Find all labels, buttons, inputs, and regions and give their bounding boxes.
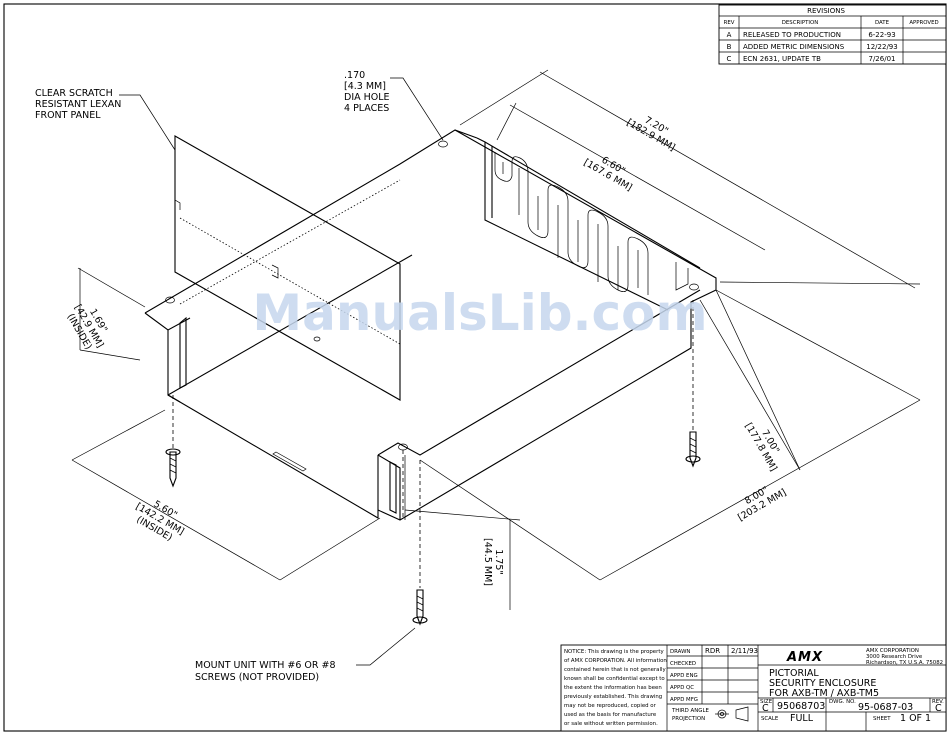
drawn-label: DRAWN [670,649,690,655]
svg-text:PICTORIAL: PICTORIAL [769,668,819,679]
revision-row-date: 6-22-93 [868,31,895,39]
svg-text:MOUNT UNIT WITH #6 OR #8: MOUNT UNIT WITH #6 OR #8 [195,660,336,671]
drawing-title: PICTORIAL SECURITY ENCLOSURE FOR AXB-TM … [769,668,879,699]
dimension-lines [71,69,921,666]
scale-label: SCALE [761,716,779,722]
sheet-label: SHEET [873,716,891,722]
dimension-1-69: 1.69" [42.9 MM] (INSIDE) [64,303,109,352]
dwg-no-label: DWG. NO. [829,699,856,705]
callout-front-panel: CLEAR SCRATCH RESISTANT LEXAN FRONT PANE… [35,88,121,121]
watermark: ManualsLib.com [252,284,707,342]
description-header: DESCRIPTION [782,20,819,26]
svg-text:contained herein that is not g: contained herein that is not generally [564,667,666,673]
svg-text:[4.3 MM]: [4.3 MM] [344,81,386,92]
amx-logo: AMX [786,650,823,665]
svg-text:DIA HOLE: DIA HOLE [344,92,390,103]
dimension-1-75: 1.75" [44.5 MM] [482,538,504,586]
dwg-no-value: 95-0687-03 [858,702,913,713]
svg-text:[44.5 MM]: [44.5 MM] [482,538,493,586]
revision-row-rev: B [727,43,732,51]
svg-text:RESISTANT LEXAN: RESISTANT LEXAN [35,99,121,110]
rev-label: REV. [932,699,944,705]
back-wall-slots [494,152,649,295]
svg-text:the extent the information has: the extent the information has been [564,685,662,691]
svg-text:FRONT PANEL: FRONT PANEL [35,110,101,121]
appd-mfg-label: APPD MFG [670,697,698,703]
screw-left [165,448,181,488]
revision-row-description: ECN 2631, UPDATE TB [743,55,821,63]
drawing-border [3,3,947,732]
svg-text:of AMX CORPORATION. All inform: of AMX CORPORATION. All information [564,658,667,664]
appd-eng-label: APPD ENG [670,673,698,679]
dimension-8-00: 8.00" [203.2 MM] [736,485,788,524]
front-panel [174,135,401,401]
revisions-table: REVISIONS REV DESCRIPTION DATE APPROVED … [718,4,947,65]
revision-row-date: 12/22/93 [866,43,897,51]
svg-text:or sale without written permis: or sale without written permission. [564,721,658,727]
revisions-title: REVISIONS [807,7,845,15]
fscm-number: 95068703 [777,701,825,712]
callout-mount: MOUNT UNIT WITH #6 OR #8 SCREWS (NOT PRO… [195,660,336,683]
checked-label: CHECKED [670,661,696,667]
projection-label: PROJECTION [672,716,705,722]
approved-header: APPROVED [909,20,938,26]
screw-right [685,431,701,468]
svg-text:CLEAR SCRATCH: CLEAR SCRATCH [35,88,113,99]
svg-text:.170: .170 [344,70,365,81]
revision-row-rev: A [727,31,732,39]
svg-text:may not be reproduced, copied: may not be reproduced, copied or [564,703,657,709]
dimension-7-00: 7.00" [177.8 MM] [742,421,781,473]
size-value: C [762,703,769,714]
notice-text: NOTICE: This drawing is the property of … [564,649,667,727]
company-name: AMX CORPORATION [866,648,919,654]
drawn-by: RDR [705,647,720,655]
callout-hole: .170 [4.3 MM] DIA HOLE 4 PLACES [344,70,390,114]
rev-header: REV [724,20,735,26]
svg-text:FOR AXB-TM / AXB-TM5: FOR AXB-TM / AXB-TM5 [769,688,879,699]
dimension-6-60: 6.60" [167.6 MM] [582,155,634,194]
appd-qc-label: APPD QC [670,685,694,691]
svg-text:previously established. This d: previously established. This drawing [564,694,662,700]
revision-row-description: RELEASED TO PRODUCTION [743,31,841,39]
revision-row-description: ADDED METRIC DIMENSIONS [743,43,845,51]
rev-value: C [935,703,942,714]
sheet-value: 1 OF 1 [900,713,931,724]
enclosure-drawing [144,129,717,626]
dimension-7-20: 7.20" [182.9 MM] [625,115,677,154]
dimension-5-60: 5.60" [142.2 MM] (INSIDE) [134,499,186,544]
svg-text:SECURITY ENCLOSURE: SECURITY ENCLOSURE [769,678,876,689]
size-label: SIZE [760,699,773,705]
svg-text:NOTICE: This drawing is the pr: NOTICE: This drawing is the property [564,649,664,655]
title-block: NOTICE: This drawing is the property of … [560,644,947,732]
svg-text:4 PLACES: 4 PLACES [344,103,389,114]
svg-text:1.75": 1.75" [493,549,504,575]
revision-row-date: 7/26/01 [869,55,896,63]
scale-value: FULL [790,713,814,724]
revision-row-rev: C [727,55,732,63]
projection-label: THIRD ANGLE [671,708,709,714]
drawn-date: 2/11/93 [731,647,758,655]
enclosure-floor [167,394,379,519]
company-address: 3000 Research Drive [866,654,923,660]
svg-text:SCREWS (NOT PROVIDED): SCREWS (NOT PROVIDED) [195,672,319,683]
screw-bottom [412,589,428,626]
svg-text:known shall be confidential ex: known shall be confidential except to [564,676,665,682]
left-flange [144,129,478,314]
date-header: DATE [875,20,890,26]
svg-text:used as the basis for manufact: used as the basis for manufacture [564,712,657,718]
company-city: Richardson, TX U.S.A. 75082 [866,660,943,666]
third-angle-projection-icon [715,706,749,722]
